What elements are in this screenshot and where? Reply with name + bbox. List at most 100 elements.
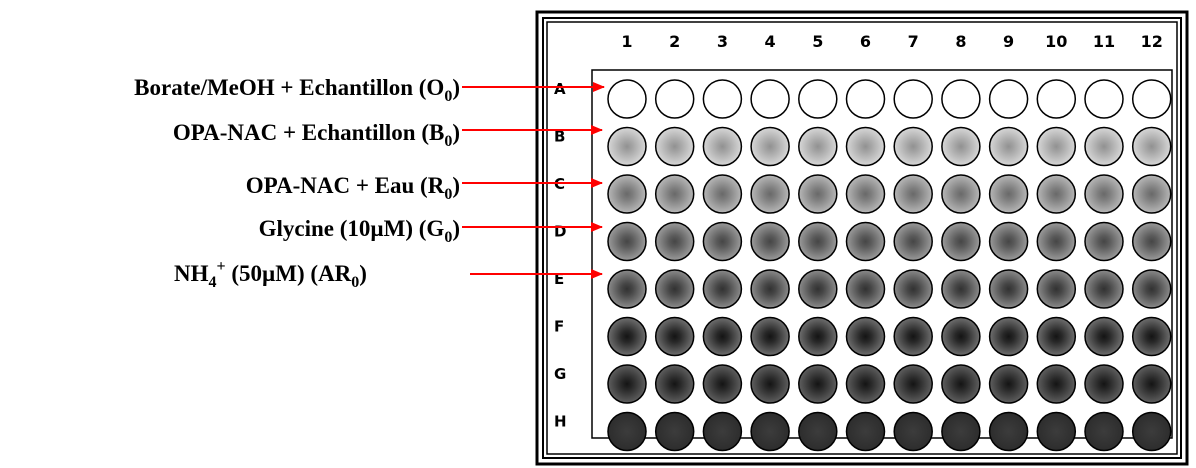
well bbox=[654, 316, 695, 357]
well bbox=[702, 174, 743, 214]
well bbox=[607, 364, 647, 404]
row-label: G bbox=[554, 365, 566, 383]
well bbox=[1036, 174, 1077, 214]
well bbox=[702, 316, 743, 357]
column-label: 12 bbox=[1141, 32, 1163, 51]
well bbox=[845, 316, 886, 357]
legend-row-e: NH4+ (50µM) (AR0) bbox=[174, 258, 367, 291]
well bbox=[750, 79, 790, 119]
well bbox=[1084, 174, 1124, 214]
well bbox=[1084, 126, 1124, 167]
well bbox=[654, 364, 695, 404]
well bbox=[702, 411, 743, 452]
well bbox=[893, 411, 933, 452]
well bbox=[750, 316, 790, 357]
well bbox=[845, 221, 886, 262]
well bbox=[988, 174, 1029, 214]
well bbox=[750, 174, 790, 214]
well bbox=[893, 316, 933, 357]
column-label: 6 bbox=[860, 32, 871, 51]
well bbox=[654, 221, 695, 262]
well bbox=[607, 411, 647, 452]
well bbox=[750, 411, 790, 452]
column-label: 1 bbox=[621, 32, 632, 51]
well bbox=[941, 316, 981, 357]
row-label: B bbox=[554, 128, 565, 146]
well bbox=[845, 126, 886, 167]
well bbox=[750, 221, 790, 262]
well bbox=[1036, 364, 1077, 404]
well bbox=[607, 316, 647, 357]
legend-row-b: OPA-NAC + Echantillon (B0) bbox=[173, 120, 460, 150]
legend-row-d: Glycine (10µM) (G0) bbox=[259, 216, 460, 246]
column-label: 4 bbox=[765, 32, 776, 51]
well bbox=[607, 221, 647, 262]
well bbox=[1036, 316, 1077, 357]
column-label: 5 bbox=[812, 32, 823, 51]
well bbox=[607, 79, 647, 119]
well bbox=[607, 269, 647, 309]
well bbox=[1131, 126, 1172, 167]
well bbox=[798, 126, 838, 167]
well bbox=[1084, 79, 1124, 119]
well bbox=[607, 126, 647, 167]
well bbox=[798, 174, 838, 214]
well bbox=[941, 221, 981, 262]
well bbox=[1131, 174, 1172, 214]
legend: Borate/MeOH + Echantillon (O0) OPA-NAC +… bbox=[134, 75, 605, 291]
well bbox=[893, 364, 933, 404]
well bbox=[1084, 269, 1124, 309]
legend-row-a: Borate/MeOH + Echantillon (O0) bbox=[134, 75, 460, 105]
legend-row-c: OPA-NAC + Eau (R0) bbox=[246, 173, 460, 203]
well bbox=[988, 221, 1029, 262]
row-label: H bbox=[554, 413, 567, 431]
well bbox=[1131, 364, 1172, 404]
well bbox=[702, 79, 743, 119]
row-labels: ABCDEFGH bbox=[554, 80, 567, 431]
well bbox=[941, 364, 981, 404]
row-label: A bbox=[554, 80, 566, 98]
well bbox=[1036, 269, 1077, 309]
well bbox=[988, 79, 1029, 119]
well bbox=[702, 269, 743, 309]
well bbox=[702, 221, 743, 262]
well bbox=[1036, 221, 1077, 262]
well bbox=[654, 79, 695, 119]
well bbox=[1036, 126, 1077, 167]
well bbox=[654, 269, 695, 309]
well bbox=[893, 174, 933, 214]
well bbox=[845, 269, 886, 309]
wells-grid bbox=[607, 79, 1172, 452]
well bbox=[1084, 364, 1124, 404]
well bbox=[941, 126, 981, 167]
well bbox=[798, 411, 838, 452]
well bbox=[654, 411, 695, 452]
column-label: 10 bbox=[1045, 32, 1067, 51]
well bbox=[750, 126, 790, 167]
well bbox=[988, 364, 1029, 404]
well bbox=[845, 79, 886, 119]
well bbox=[607, 174, 647, 214]
well bbox=[702, 364, 743, 404]
well bbox=[941, 269, 981, 309]
well bbox=[798, 221, 838, 262]
column-label: 3 bbox=[717, 32, 728, 51]
well bbox=[1131, 221, 1172, 262]
well bbox=[1131, 411, 1172, 452]
well bbox=[1036, 411, 1077, 452]
row-label: F bbox=[554, 318, 564, 336]
well bbox=[750, 269, 790, 309]
well bbox=[1084, 411, 1124, 452]
column-label: 11 bbox=[1093, 32, 1115, 51]
well bbox=[845, 411, 886, 452]
well bbox=[654, 174, 695, 214]
row-label: D bbox=[554, 223, 566, 241]
column-label: 2 bbox=[669, 32, 680, 51]
column-label: 7 bbox=[908, 32, 919, 51]
well bbox=[988, 126, 1029, 167]
well bbox=[1131, 269, 1172, 309]
well bbox=[893, 126, 933, 167]
well bbox=[988, 269, 1029, 309]
